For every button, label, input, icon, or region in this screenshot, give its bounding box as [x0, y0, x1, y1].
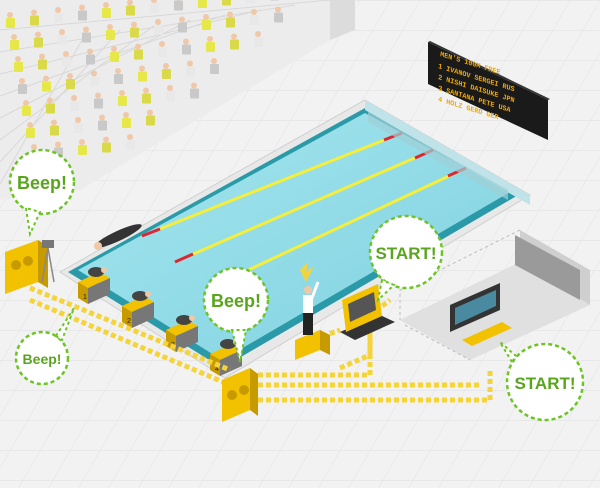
spectator [162, 63, 171, 79]
swimming-pool [59, 99, 531, 379]
spectator [254, 31, 263, 47]
spectator [58, 29, 67, 45]
spectator [18, 78, 27, 94]
beep-label-bottom-left: Beep! [23, 351, 62, 367]
lane-number: 1 [83, 294, 87, 301]
spectator [42, 75, 51, 92]
starter-official [295, 262, 330, 360]
spectator [118, 90, 127, 106]
start-label-right: START! [514, 374, 575, 393]
spectator [146, 109, 155, 126]
spectator [82, 26, 91, 43]
spectator [62, 51, 71, 67]
spectator [90, 70, 99, 87]
speaker-left [5, 240, 48, 294]
speaker-center [222, 368, 258, 422]
spectator [134, 43, 143, 60]
camera-tripod [41, 240, 55, 283]
start-label-center: START! [375, 244, 436, 263]
starting-block: 2 [122, 291, 154, 328]
spectator [102, 2, 111, 18]
spectator [186, 60, 195, 77]
timing-control-room [399, 229, 590, 361]
lane-number: 2 [127, 318, 131, 325]
spectator [158, 41, 167, 57]
beep-label-center: Beep! [211, 291, 261, 311]
spectator [178, 16, 187, 33]
beep-label-top-left: Beep! [17, 173, 67, 193]
bubble-beep-bottom-left: Beep! [14, 307, 75, 386]
spectator [226, 11, 235, 28]
bubble-start-right: START! [499, 341, 585, 422]
spectator [174, 0, 183, 11]
spectator [250, 9, 259, 25]
spectator [74, 117, 83, 133]
spectator [78, 4, 87, 21]
spectator [142, 87, 151, 104]
spectator [246, 0, 255, 3]
bubble-beep-center: Beep! [202, 266, 270, 363]
spectator [198, 0, 207, 8]
spectators [6, 0, 283, 160]
signal-wiring [29, 285, 493, 403]
spectator [110, 46, 119, 62]
spectator [34, 31, 43, 48]
spectator [6, 12, 15, 28]
spectator [30, 9, 39, 26]
spectator [150, 0, 159, 13]
spectator [10, 34, 19, 50]
spectator [126, 0, 135, 16]
spectator [106, 24, 115, 40]
spectator [98, 114, 107, 131]
spectator [86, 48, 95, 65]
spectator [46, 97, 55, 114]
spectator [210, 58, 219, 74]
spectator [114, 68, 123, 84]
spectator [102, 136, 111, 153]
spectator [230, 33, 239, 50]
starting-block: 1 [78, 267, 110, 304]
spectator [78, 139, 87, 155]
spectator [126, 134, 135, 150]
spectator [14, 56, 23, 72]
start-control-box [340, 284, 395, 340]
spectator [54, 7, 63, 23]
spectator [190, 82, 199, 99]
bubble-beep-top-left: Beep! [8, 148, 76, 238]
spectator [202, 14, 211, 30]
spectator [154, 19, 163, 35]
spectator [222, 0, 231, 6]
spectator [122, 112, 131, 128]
spectator [182, 38, 191, 55]
spectator [138, 65, 147, 82]
spectator [270, 0, 279, 1]
bubble-start-center: START! [368, 214, 444, 303]
spectator [166, 85, 175, 101]
spectator [38, 53, 47, 70]
spectator [130, 21, 139, 38]
spectator [50, 119, 59, 136]
spectator [70, 95, 79, 111]
swimmer [94, 224, 142, 250]
spectator [66, 73, 75, 89]
spectator [26, 122, 35, 138]
lane-number: 4 [215, 366, 219, 373]
spectator [22, 100, 31, 116]
spectator [274, 6, 283, 23]
spectator [94, 92, 103, 109]
spectator [206, 36, 215, 52]
